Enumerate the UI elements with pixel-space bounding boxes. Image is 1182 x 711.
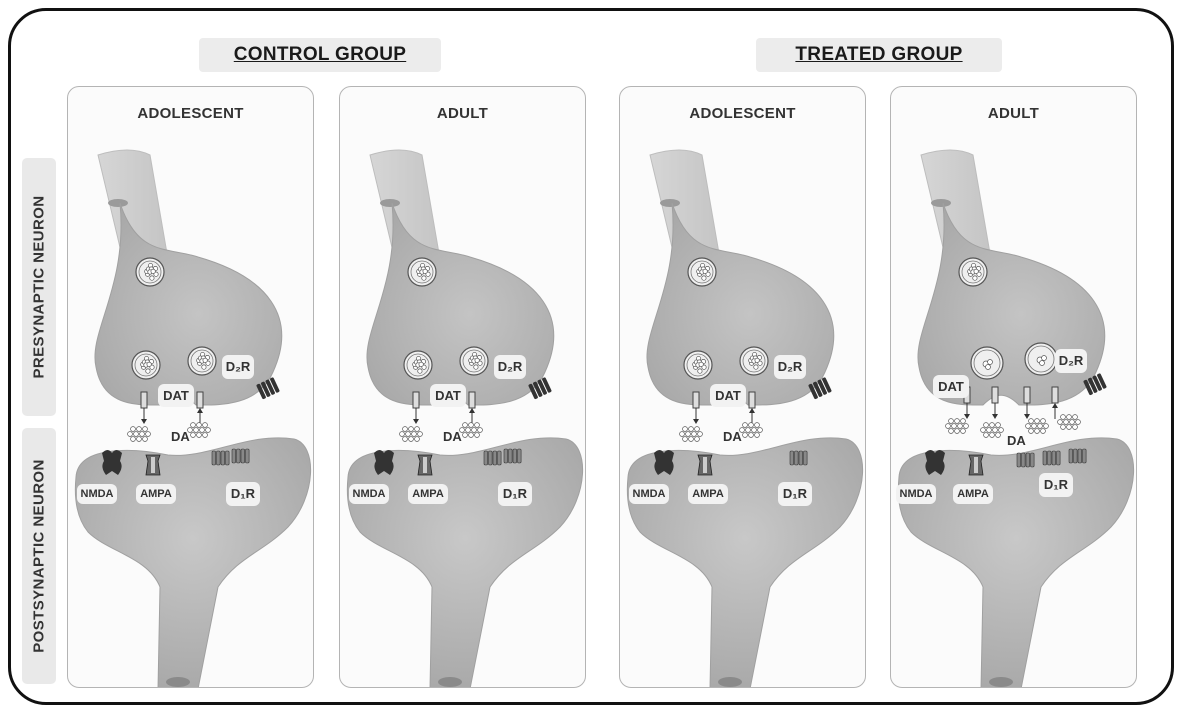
axon-opening bbox=[108, 199, 128, 207]
vesicle bbox=[688, 258, 716, 286]
dat-transporter bbox=[141, 392, 147, 424]
postsynaptic-terminal bbox=[75, 438, 310, 688]
vesicle bbox=[408, 258, 436, 286]
dendrite-opening bbox=[438, 677, 462, 687]
vesicle bbox=[740, 347, 768, 375]
dat-transporter bbox=[1024, 387, 1030, 419]
presynaptic-neuron-text: PRESYNAPTIC NEURON bbox=[31, 195, 48, 378]
dendrite-opening bbox=[166, 677, 190, 687]
vesicle bbox=[404, 351, 432, 379]
d2r-label: D₂R bbox=[222, 355, 254, 379]
dopamine-molecules bbox=[400, 427, 423, 442]
synapse-illustration bbox=[891, 87, 1137, 688]
vesicle bbox=[1025, 343, 1057, 375]
da-label: DA bbox=[723, 429, 742, 444]
da-label: DA bbox=[1007, 433, 1026, 448]
dopamine-molecules bbox=[188, 423, 211, 438]
presynaptic-neuron-label: PRESYNAPTIC NEURON bbox=[22, 158, 56, 416]
d1r-label: D₁R bbox=[226, 482, 260, 506]
ampa-label: AMPA bbox=[688, 484, 728, 504]
axon-opening bbox=[931, 199, 951, 207]
ampa-receptor bbox=[418, 455, 432, 475]
nmda-label: NMDA bbox=[896, 484, 936, 504]
vesicle bbox=[971, 347, 1003, 379]
ampa-label: AMPA bbox=[408, 484, 448, 504]
postsynaptic-neuron-text: POSTSYNAPTIC NEURON bbox=[31, 459, 48, 652]
dopamine-molecules bbox=[680, 427, 703, 442]
postsynaptic-terminal bbox=[898, 438, 1133, 688]
dat-transporter bbox=[1052, 387, 1058, 419]
ampa-receptor bbox=[146, 455, 160, 475]
ampa-label: AMPA bbox=[136, 484, 176, 504]
d2r-label: D₂R bbox=[494, 355, 526, 379]
da-label: DA bbox=[443, 429, 462, 444]
dopamine-molecules bbox=[1026, 419, 1049, 434]
d2r-label: D₂R bbox=[774, 355, 806, 379]
dopamine-molecules bbox=[946, 419, 969, 434]
nmda-label: NMDA bbox=[629, 484, 669, 504]
dat-label: DAT bbox=[430, 384, 466, 407]
panel-treated-adolescent: ADOLESCENT D₂R DAT DA NMDA AMPA D₁R bbox=[619, 86, 866, 688]
d1r-label: D₁R bbox=[778, 482, 812, 506]
dopamine-molecules bbox=[981, 423, 1004, 438]
dopamine-molecules bbox=[460, 423, 483, 438]
d1r-label: D₁R bbox=[1039, 473, 1073, 497]
vesicle bbox=[460, 347, 488, 375]
ampa-receptor bbox=[969, 455, 983, 475]
vesicle bbox=[959, 258, 987, 286]
panel-control-adolescent: ADOLESCENT D₂R DAT DA NMDA AMPA D₁R bbox=[67, 86, 314, 688]
vesicle bbox=[132, 351, 160, 379]
dendrite-opening bbox=[718, 677, 742, 687]
postsynaptic-terminal bbox=[627, 438, 862, 688]
treated-group-title: TREATED GROUP bbox=[756, 38, 1002, 72]
nmda-label: NMDA bbox=[349, 484, 389, 504]
ampa-receptor bbox=[698, 455, 712, 475]
nmda-label: NMDA bbox=[77, 484, 117, 504]
dat-transporter bbox=[749, 392, 755, 424]
vesicle bbox=[188, 347, 216, 375]
panel-treated-adult: ADULT D₂R DAT DA NMDA AMPA D₁R bbox=[890, 86, 1137, 688]
dopamine-molecules bbox=[1058, 415, 1081, 430]
panel-control-adult: ADULT D₂R DAT DA NMDA AMPA D₁R bbox=[339, 86, 586, 688]
vesicle bbox=[136, 258, 164, 286]
da-label: DA bbox=[171, 429, 190, 444]
d2r-label: D₂R bbox=[1055, 349, 1087, 373]
vesicle bbox=[684, 351, 712, 379]
dat-transporter bbox=[197, 392, 203, 424]
dendrite-opening bbox=[989, 677, 1013, 687]
dat-label: DAT bbox=[933, 375, 969, 398]
postsynaptic-terminal bbox=[347, 438, 582, 688]
ampa-label: AMPA bbox=[953, 484, 993, 504]
dopamine-molecules bbox=[128, 427, 151, 442]
dat-label: DAT bbox=[710, 384, 746, 407]
dopamine-molecules bbox=[740, 423, 763, 438]
dat-transporter bbox=[693, 392, 699, 424]
dat-transporter bbox=[469, 392, 475, 424]
control-group-title: CONTROL GROUP bbox=[199, 38, 441, 72]
axon-opening bbox=[660, 199, 680, 207]
postsynaptic-neuron-label: POSTSYNAPTIC NEURON bbox=[22, 428, 56, 684]
axon-opening bbox=[380, 199, 400, 207]
dat-transporter bbox=[413, 392, 419, 424]
dat-label: DAT bbox=[158, 384, 194, 407]
d1r-label: D₁R bbox=[498, 482, 532, 506]
dat-transporter bbox=[992, 387, 998, 419]
